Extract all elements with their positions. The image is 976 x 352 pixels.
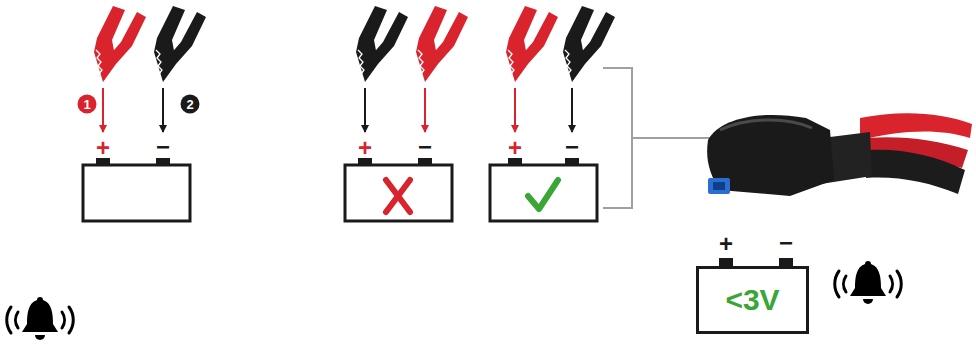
terminal-sign: − [156,135,170,159]
terminal-sign: + [96,136,110,160]
terminal-sign: − [418,135,432,159]
terminal-sign: − [779,231,793,255]
battery-voltage: <3V [725,285,779,315]
callout-number: 1 [78,95,97,114]
callout-number: 2 [181,95,200,114]
terminal-sign: − [565,135,579,159]
terminal-sign: + [358,136,372,160]
battery-box: <3V [696,266,809,334]
terminal-sign: + [508,136,522,160]
terminal-sign: + [719,232,733,256]
